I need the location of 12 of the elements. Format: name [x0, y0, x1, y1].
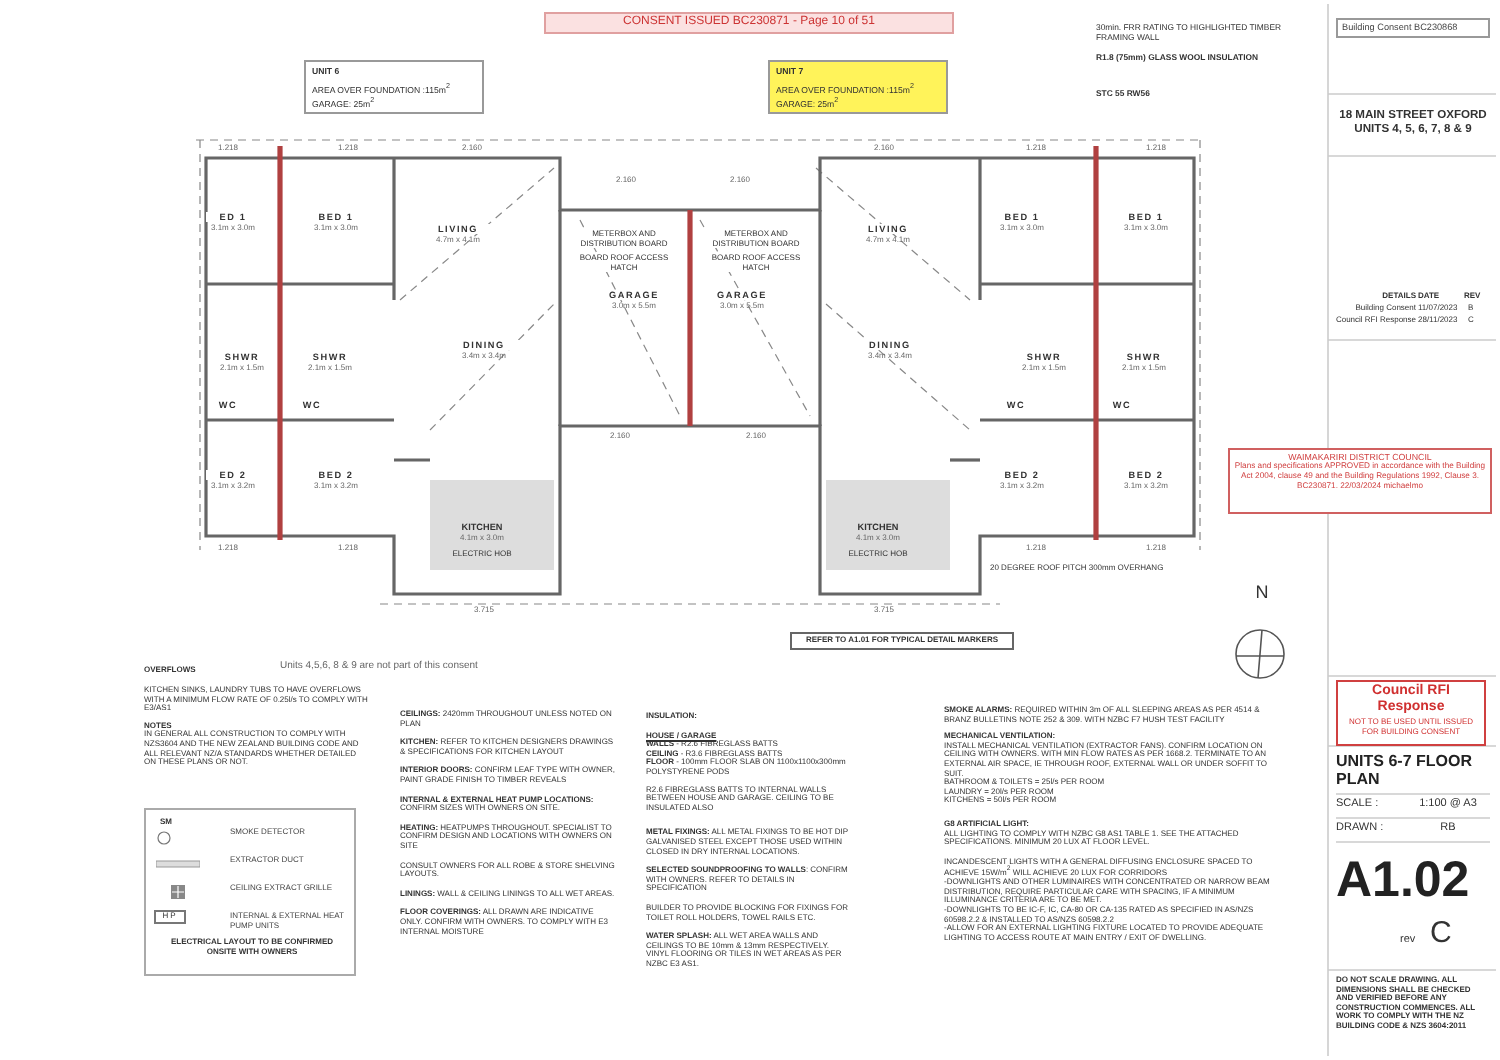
note-box	[790, 632, 1014, 650]
consent-banner	[544, 12, 954, 34]
legend-box	[144, 808, 356, 976]
unit-area-box	[768, 60, 948, 114]
note-text: C	[1430, 916, 1454, 951]
unit-area-box	[304, 60, 484, 114]
drawing-title: A1.02	[1336, 852, 1472, 910]
consent-stamp	[1336, 18, 1490, 38]
rfi-stamp	[1336, 680, 1486, 746]
drawing-title: UNITS 6-7 FLOOR PLAN	[1336, 752, 1475, 789]
note-text: N	[1253, 582, 1271, 603]
approval-stamp	[1228, 448, 1492, 514]
